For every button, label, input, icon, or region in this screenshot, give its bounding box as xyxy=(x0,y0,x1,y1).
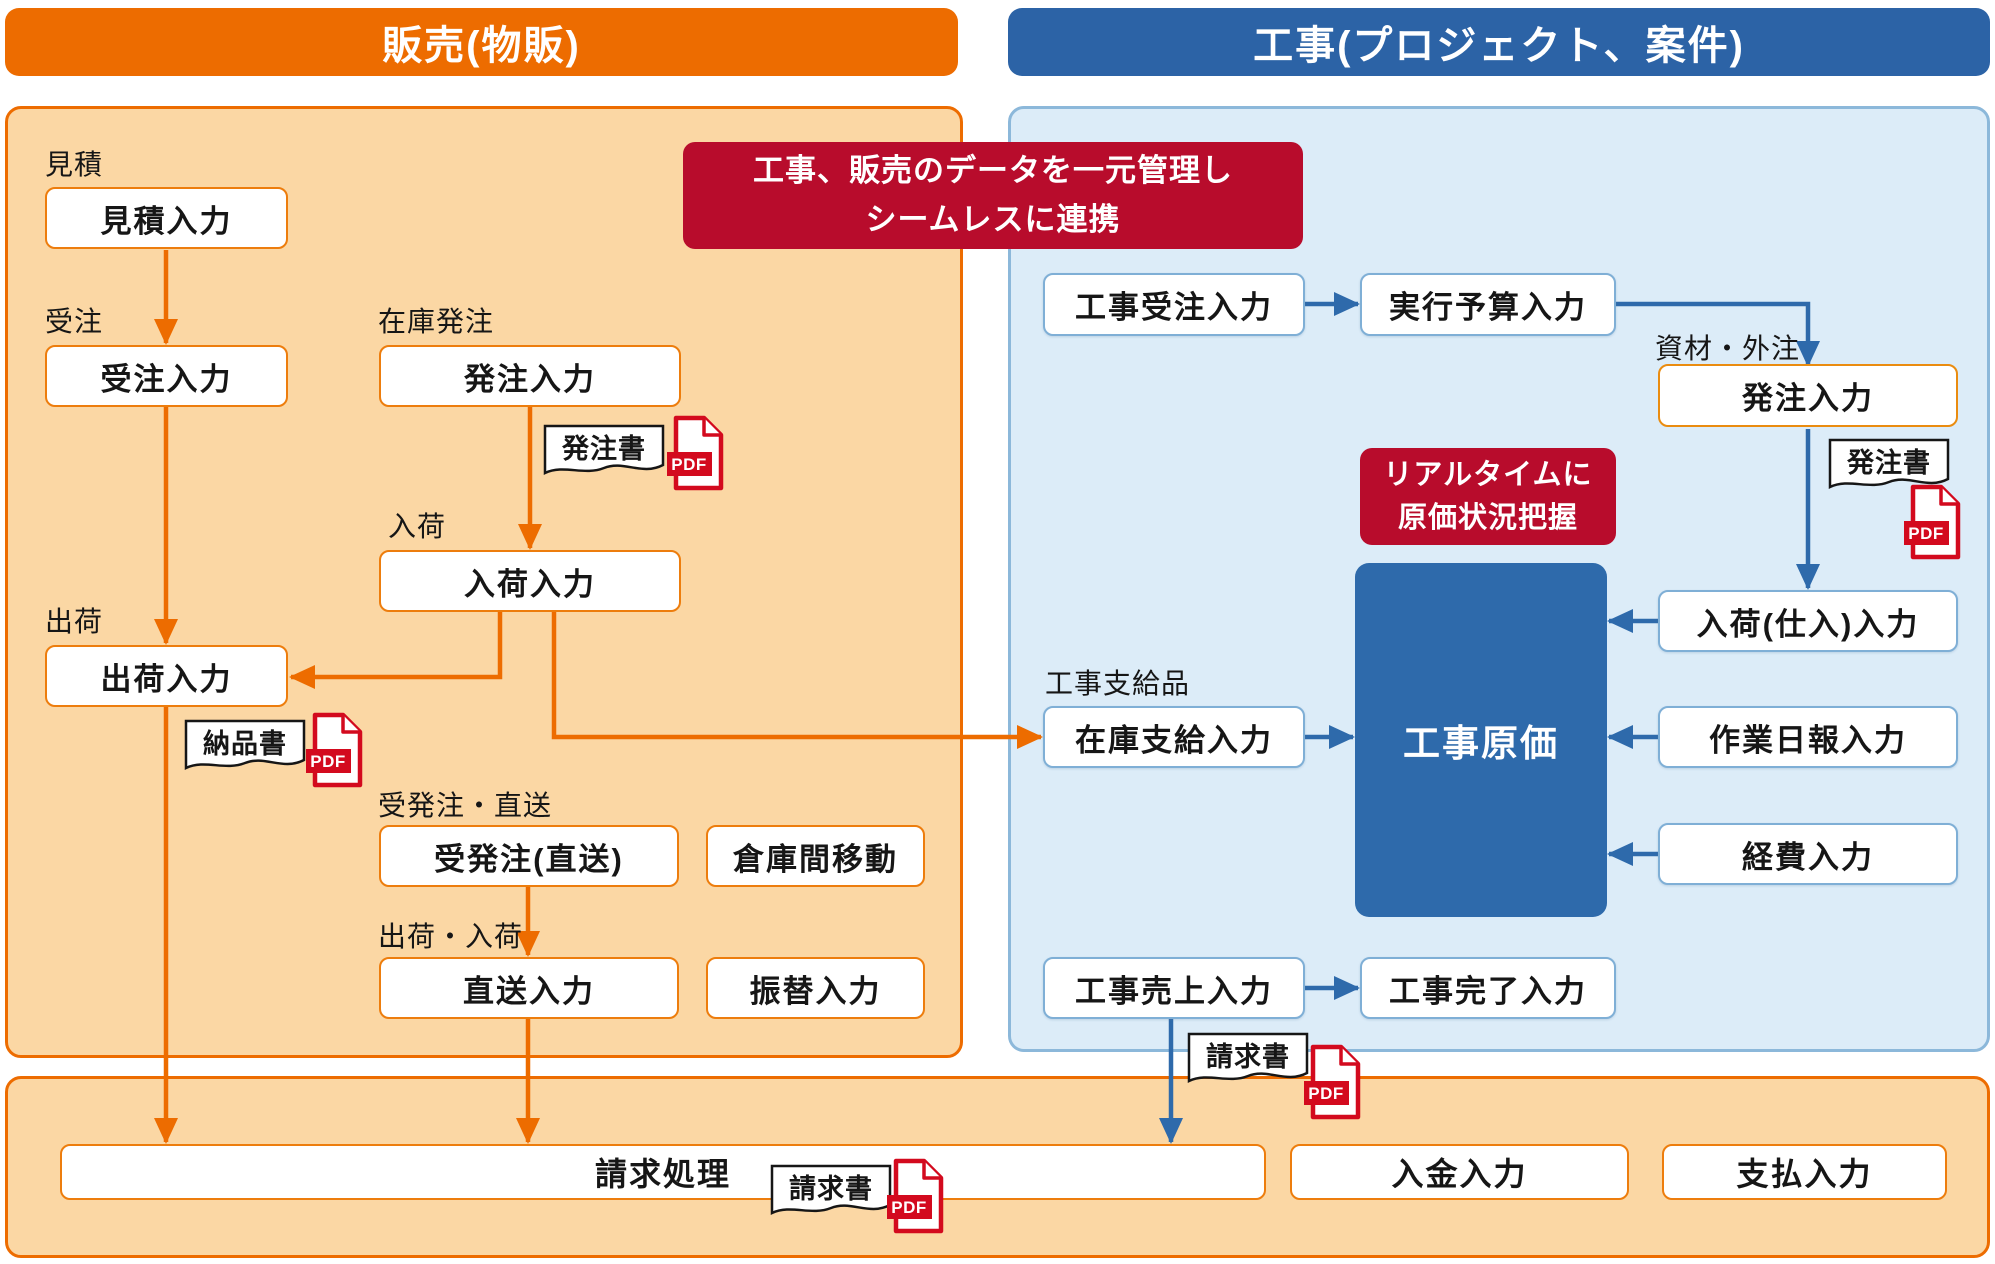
invoice-doc-label: 請求書 xyxy=(1206,1041,1290,1072)
label-order-received: 受注 xyxy=(45,306,104,337)
integration-banner: 工事、販売のデータを一元管理し シームレスに連携 xyxy=(683,142,1303,249)
purchase-order-doc-label: 発注書 xyxy=(561,433,646,464)
node-goods-receipt-entry: 入荷入力 xyxy=(379,550,681,612)
realtime-cost-banner: リアルタイムに 原価状況把握 xyxy=(1360,448,1616,545)
construction-header: 工事(プロジェクト、案件) xyxy=(1008,8,1990,76)
invoice-doc-label: 請求書 xyxy=(789,1173,873,1204)
node-expense-entry: 経費入力 xyxy=(1658,823,1958,885)
pdf-file-icon: PDF xyxy=(306,712,363,788)
label-ship-receive: 出荷・入荷 xyxy=(378,921,524,952)
node-payment-entry: 支払入力 xyxy=(1662,1144,1947,1200)
node-estimate-entry: 見積入力 xyxy=(45,187,288,249)
node-order-direct-entry: 受発注(直送) xyxy=(379,825,679,887)
label-shipment: 出荷 xyxy=(45,606,104,637)
node-direct-ship-entry: 直送入力 xyxy=(379,957,679,1019)
realtime-cost-line1: リアルタイムに xyxy=(1383,459,1593,492)
node-daily-report-entry: 作業日報入力 xyxy=(1658,706,1958,768)
node-purchase-order-entry: 発注入力 xyxy=(379,345,681,407)
label-order-direct: 受発注・直送 xyxy=(378,790,553,821)
invoice-doc-tag: 請求書 xyxy=(770,1164,892,1215)
node-receipt-purchase-entry: 入荷(仕入)入力 xyxy=(1658,590,1958,652)
node-project-sales-entry: 工事売上入力 xyxy=(1043,957,1305,1019)
pdf-file-icon: PDF xyxy=(667,415,724,491)
label-stock-order: 在庫発注 xyxy=(378,306,495,337)
sales-header-title: 販売(物販) xyxy=(382,24,581,68)
node-deposit-entry: 入金入力 xyxy=(1290,1144,1629,1200)
pdf-badge-label: PDF xyxy=(1308,1084,1344,1103)
sales-header: 販売(物販) xyxy=(5,8,958,76)
pdf-badge-label: PDF xyxy=(1908,524,1944,543)
pdf-badge-label: PDF xyxy=(310,752,346,771)
pdf-file-icon: PDF xyxy=(1304,1044,1361,1120)
delivery-note-doc-tag: 納品書 xyxy=(184,719,306,770)
node-project-completion-entry: 工事完了入力 xyxy=(1360,957,1616,1019)
node-project-order-entry: 工事受注入力 xyxy=(1043,273,1305,336)
node-order-received-entry: 受注入力 xyxy=(45,345,288,407)
purchase-order-doc-tag: 発注書 xyxy=(543,424,665,475)
label-materials-subcontract: 資材・外注 xyxy=(1655,333,1801,364)
node-billing-process: 請求処理 xyxy=(60,1144,1266,1200)
delivery-note-doc-label: 納品書 xyxy=(203,728,287,759)
node-stock-supply-entry: 在庫支給入力 xyxy=(1043,706,1305,768)
pdf-badge-label: PDF xyxy=(671,455,707,474)
purchase-order-doc-tag: 発注書 xyxy=(1828,438,1950,489)
node-project-purchase-order-entry: 発注入力 xyxy=(1658,364,1958,427)
invoice-doc-tag: 請求書 xyxy=(1187,1032,1309,1083)
label-goods-receipt: 入荷 xyxy=(388,511,447,542)
node-transfer-entry: 振替入力 xyxy=(706,957,925,1019)
label-project-supplies: 工事支給品 xyxy=(1045,668,1191,699)
realtime-cost-line2: 原価状況把握 xyxy=(1397,501,1578,534)
label-estimate: 見積 xyxy=(45,149,104,180)
pdf-badge-label: PDF xyxy=(891,1198,927,1217)
node-project-cost: 工事原価 xyxy=(1355,563,1607,917)
integration-banner-line2: シームレスに連携 xyxy=(865,201,1121,237)
construction-header-title: 工事(プロジェクト、案件) xyxy=(1253,24,1745,68)
node-warehouse-transfer: 倉庫間移動 xyxy=(706,825,925,887)
purchase-order-doc-label: 発注書 xyxy=(1846,447,1931,478)
pdf-file-icon: PDF xyxy=(1904,484,1961,560)
pdf-file-icon: PDF xyxy=(887,1158,944,1234)
node-shipment-entry: 出荷入力 xyxy=(45,645,288,707)
node-execution-budget-entry: 実行予算入力 xyxy=(1360,273,1616,336)
integration-banner-line1: 工事、販売のデータを一元管理し xyxy=(753,153,1233,189)
